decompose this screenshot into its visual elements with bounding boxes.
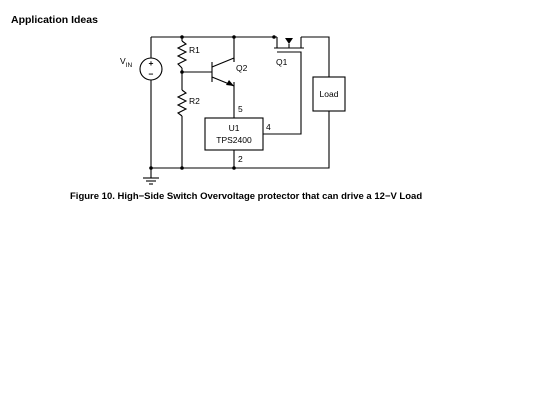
u1-pin5-label: 5 <box>238 104 243 114</box>
junction-dot <box>272 35 276 39</box>
load-box <box>312 76 346 112</box>
junction-dot <box>149 166 153 170</box>
r2-resistor <box>176 89 188 117</box>
vin-source: + − <box>139 57 163 81</box>
source-minus-sign: − <box>149 69 154 79</box>
vin-label-subscript: IN <box>126 62 133 69</box>
load-label: Load <box>320 89 339 99</box>
u1-pin2-label: 2 <box>238 154 243 164</box>
u1-pin4-label: 4 <box>266 122 271 132</box>
q1-mosfet <box>274 37 304 53</box>
junction-dot <box>180 166 184 170</box>
figure-caption: Figure 10. High−Side Switch Overvoltage … <box>70 191 423 202</box>
drain-top-wire <box>301 36 330 77</box>
u1-pin4-wire <box>263 62 302 135</box>
r2-label: R2 <box>189 96 200 106</box>
u1-label: U1 <box>229 123 240 133</box>
junction-dot <box>180 35 184 39</box>
q1-body-diode-arrow-icon <box>285 38 293 44</box>
q1-label: Q1 <box>276 57 288 67</box>
ground-icon <box>143 177 159 185</box>
vin-label-main: V <box>120 56 126 66</box>
q2-label: Q2 <box>236 63 248 73</box>
junction-dot <box>180 70 184 74</box>
q2-transistor <box>211 57 235 87</box>
u1-part-number: TPS2400 <box>216 135 252 145</box>
u1-chip-box <box>204 117 264 151</box>
section-title: Application Ideas <box>11 14 98 26</box>
r1-label: R1 <box>189 45 200 55</box>
ground-rail-wire <box>151 111 330 169</box>
q2-emitter-arrow-icon <box>226 80 234 86</box>
vin-label: VIN <box>120 56 132 69</box>
wires <box>150 36 330 178</box>
junctions <box>149 35 276 170</box>
source-plus-sign: + <box>149 58 154 68</box>
junction-dot <box>232 166 236 170</box>
r1-resistor <box>176 40 188 69</box>
vin-source-circle <box>139 57 163 81</box>
junction-dot <box>232 35 236 39</box>
